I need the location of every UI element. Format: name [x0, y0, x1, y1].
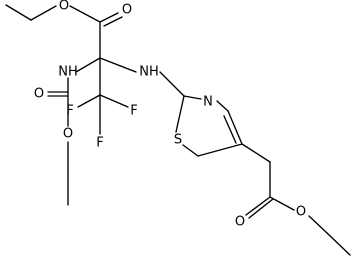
thiazole-link-bonds	[159, 71, 185, 97]
atom-label-f-bottom: F	[96, 136, 103, 151]
thiazole-ring-bonds	[175, 95, 243, 157]
atom-label-o-side-ester: O	[296, 205, 306, 220]
atom-label-nh-left: NH	[58, 65, 78, 80]
atom-label-f-left: F	[66, 104, 73, 119]
atom-label-n-thiazole: N	[203, 95, 213, 110]
top-ethyl-ester-bonds	[5, 4, 123, 59]
atom-label-s-thiazole: S	[174, 133, 182, 148]
atom-label-o-top-ester: O	[59, 0, 69, 14]
side-chain-ester-bonds	[241, 143, 351, 256]
atom-label-o-carbamate-carbonyl: O	[34, 87, 44, 102]
atom-label-f-right: F	[130, 104, 137, 119]
atom-label-o-top-carbonyl: O	[122, 3, 132, 18]
atom-label-o-side-carbonyl: O	[235, 215, 245, 230]
atom-label-o-carbamate-ester: O	[63, 127, 73, 142]
central-carbon-bonds	[75, 57, 137, 135]
atom-label-nh-right: NH	[139, 65, 159, 80]
carbamate-bonds	[47, 77, 69, 206]
